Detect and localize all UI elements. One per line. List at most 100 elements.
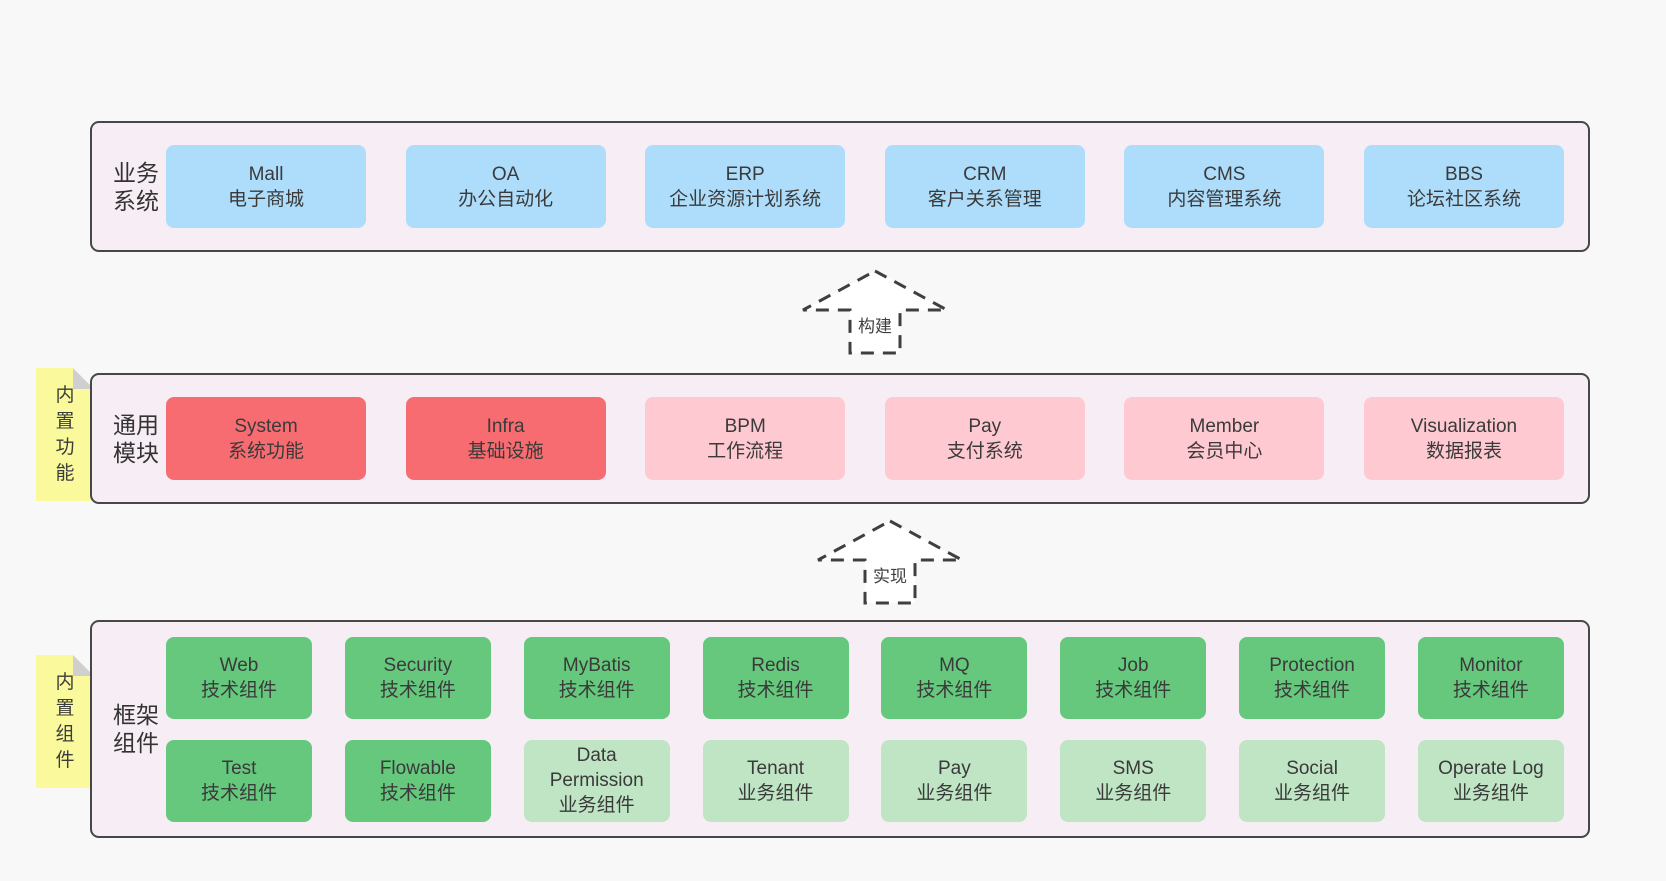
box-erp: ERP 企业资源计划系统 xyxy=(645,145,846,228)
box-protection: Protection 技术组件 xyxy=(1239,636,1386,719)
framework-row-1: Web 技术组件 Security 技术组件 MyBatis 技术组件 Redi… xyxy=(166,636,1564,719)
box-flowable: Flowable 技术组件 xyxy=(344,739,491,822)
box-pay-component: Pay 业务组件 xyxy=(881,739,1028,822)
box-bpm: BPM 工作流程 xyxy=(645,397,846,480)
box-redis: Redis 技术组件 xyxy=(702,636,849,719)
box-name: Web xyxy=(219,654,259,676)
box-desc: 技术组件 xyxy=(1095,679,1172,701)
box-member: Member 会员中心 xyxy=(1124,397,1325,480)
box-desc: 技术组件 xyxy=(200,782,277,804)
layer-label-business: 业务系统 xyxy=(113,159,159,214)
box-desc: 支付系统 xyxy=(946,440,1023,462)
box-oa: OA 办公自动化 xyxy=(405,145,606,228)
box-infra: Infra 基础设施 xyxy=(405,397,606,480)
business-box-row: Mall 电子商城 OA 办公自动化 ERP 企业资源计划系统 CRM 客户关系… xyxy=(166,145,1564,228)
box-pay-module: Pay 支付系统 xyxy=(884,397,1085,480)
box-desc: 业务组件 xyxy=(916,782,993,804)
box-test: Test 技术组件 xyxy=(166,739,312,822)
box-desc: 业务组件 xyxy=(558,795,635,816)
framework-row-2: Test 技术组件 Flowable 技术组件 Data Permission … xyxy=(166,739,1564,822)
box-name: ERP xyxy=(725,163,765,185)
box-name: Flowable xyxy=(379,757,456,779)
common-box-row: System 系统功能 Infra 基础设施 BPM 工作流程 Pay 支付系统… xyxy=(166,397,1564,480)
box-name: Member xyxy=(1189,415,1260,437)
box-desc: 业务组件 xyxy=(737,782,814,804)
box-desc: 技术组件 xyxy=(916,679,993,701)
box-sms: SMS 业务组件 xyxy=(1060,739,1207,822)
box-visualization: Visualization 数据报表 xyxy=(1363,397,1564,480)
box-desc: 电子商城 xyxy=(227,188,304,210)
box-desc: 论坛社区系统 xyxy=(1406,188,1521,210)
framework-box-grid: Web 技术组件 Security 技术组件 MyBatis 技术组件 Redi… xyxy=(166,636,1564,822)
box-tenant: Tenant 业务组件 xyxy=(702,739,849,822)
box-job: Job 技术组件 xyxy=(1060,636,1207,719)
box-desc: 数据报表 xyxy=(1425,440,1502,462)
box-desc: 技术组件 xyxy=(737,679,814,701)
box-name: CMS xyxy=(1203,163,1246,185)
sticky-note-built-in-features: 内置功能 xyxy=(36,368,94,501)
layer-framework-components: 框架组件 Web 技术组件 Security 技术组件 MyBatis 技术组件… xyxy=(90,620,1590,838)
box-monitor: Monitor 技术组件 xyxy=(1417,636,1564,719)
box-name: Visualization xyxy=(1410,415,1518,437)
box-desc: 技术组件 xyxy=(1274,679,1351,701)
box-name: SMS xyxy=(1112,757,1154,779)
box-web: Web 技术组件 xyxy=(166,636,312,719)
box-name: Job xyxy=(1117,654,1149,676)
layer-common-modules: 通用模块 System 系统功能 Infra 基础设施 BPM 工作流程 Pay… xyxy=(90,373,1590,504)
box-desc: 技术组件 xyxy=(200,679,277,701)
box-security: Security 技术组件 xyxy=(344,636,491,719)
box-name: Redis xyxy=(751,654,800,676)
sticky-note-built-in-components: 内置组件 xyxy=(36,655,94,788)
box-name: Data Permission xyxy=(549,745,644,791)
layer-label-common: 通用模块 xyxy=(113,411,159,466)
box-name: MyBatis xyxy=(562,654,631,676)
box-social: Social 业务组件 xyxy=(1239,739,1386,822)
box-desc: 客户关系管理 xyxy=(927,188,1042,210)
box-desc: 技术组件 xyxy=(558,679,635,701)
sticky-note-text: 内置功能 xyxy=(55,384,75,484)
box-name: Infra xyxy=(486,415,525,437)
box-name: Security xyxy=(383,654,453,676)
box-name: Mall xyxy=(248,163,284,185)
box-desc: 业务组件 xyxy=(1095,782,1172,804)
arrow-implement: 实现 xyxy=(815,518,965,606)
box-name: Pay xyxy=(938,757,971,779)
up-arrow-icon xyxy=(802,269,948,355)
arrow-build-label: 构建 xyxy=(857,317,893,336)
box-mq: MQ 技术组件 xyxy=(881,636,1028,719)
box-name: OA xyxy=(491,163,520,185)
box-desc: 办公自动化 xyxy=(458,188,554,210)
box-desc: 技术组件 xyxy=(379,782,456,804)
box-desc: 内容管理系统 xyxy=(1167,188,1282,210)
box-mybatis: MyBatis 技术组件 xyxy=(523,636,670,719)
box-desc: 技术组件 xyxy=(379,679,456,701)
arrow-build: 构建 xyxy=(800,268,950,356)
arrow-implement-label: 实现 xyxy=(872,567,908,586)
box-name: Protection xyxy=(1269,654,1355,676)
box-desc: 企业资源计划系统 xyxy=(669,188,822,210)
box-desc: 业务组件 xyxy=(1452,782,1529,804)
up-arrow-icon xyxy=(817,519,963,605)
box-operate-log: Operate Log 业务组件 xyxy=(1417,739,1564,822)
layer-label-framework: 框架组件 xyxy=(113,702,159,756)
sticky-note-text: 内置组件 xyxy=(55,671,75,771)
box-bbs: BBS 论坛社区系统 xyxy=(1363,145,1564,228)
box-name: BPM xyxy=(724,415,766,437)
box-desc: 系统功能 xyxy=(227,440,304,462)
box-mall: Mall 电子商城 xyxy=(166,145,366,228)
box-data-permission: Data Permission 业务组件 xyxy=(523,739,670,822)
box-desc: 业务组件 xyxy=(1274,782,1351,804)
box-name: Social xyxy=(1286,757,1338,779)
box-desc: 基础设施 xyxy=(467,440,544,462)
box-desc: 工作流程 xyxy=(707,440,784,462)
box-name: Monitor xyxy=(1459,654,1523,676)
box-name: Test xyxy=(221,757,257,779)
box-name: Operate Log xyxy=(1438,757,1544,779)
box-crm: CRM 客户关系管理 xyxy=(884,145,1085,228)
box-cms: CMS 内容管理系统 xyxy=(1124,145,1325,228)
box-name: Tenant xyxy=(747,757,805,779)
box-name: MQ xyxy=(939,654,970,676)
box-desc: 会员中心 xyxy=(1186,440,1263,462)
box-system: System 系统功能 xyxy=(166,397,366,480)
